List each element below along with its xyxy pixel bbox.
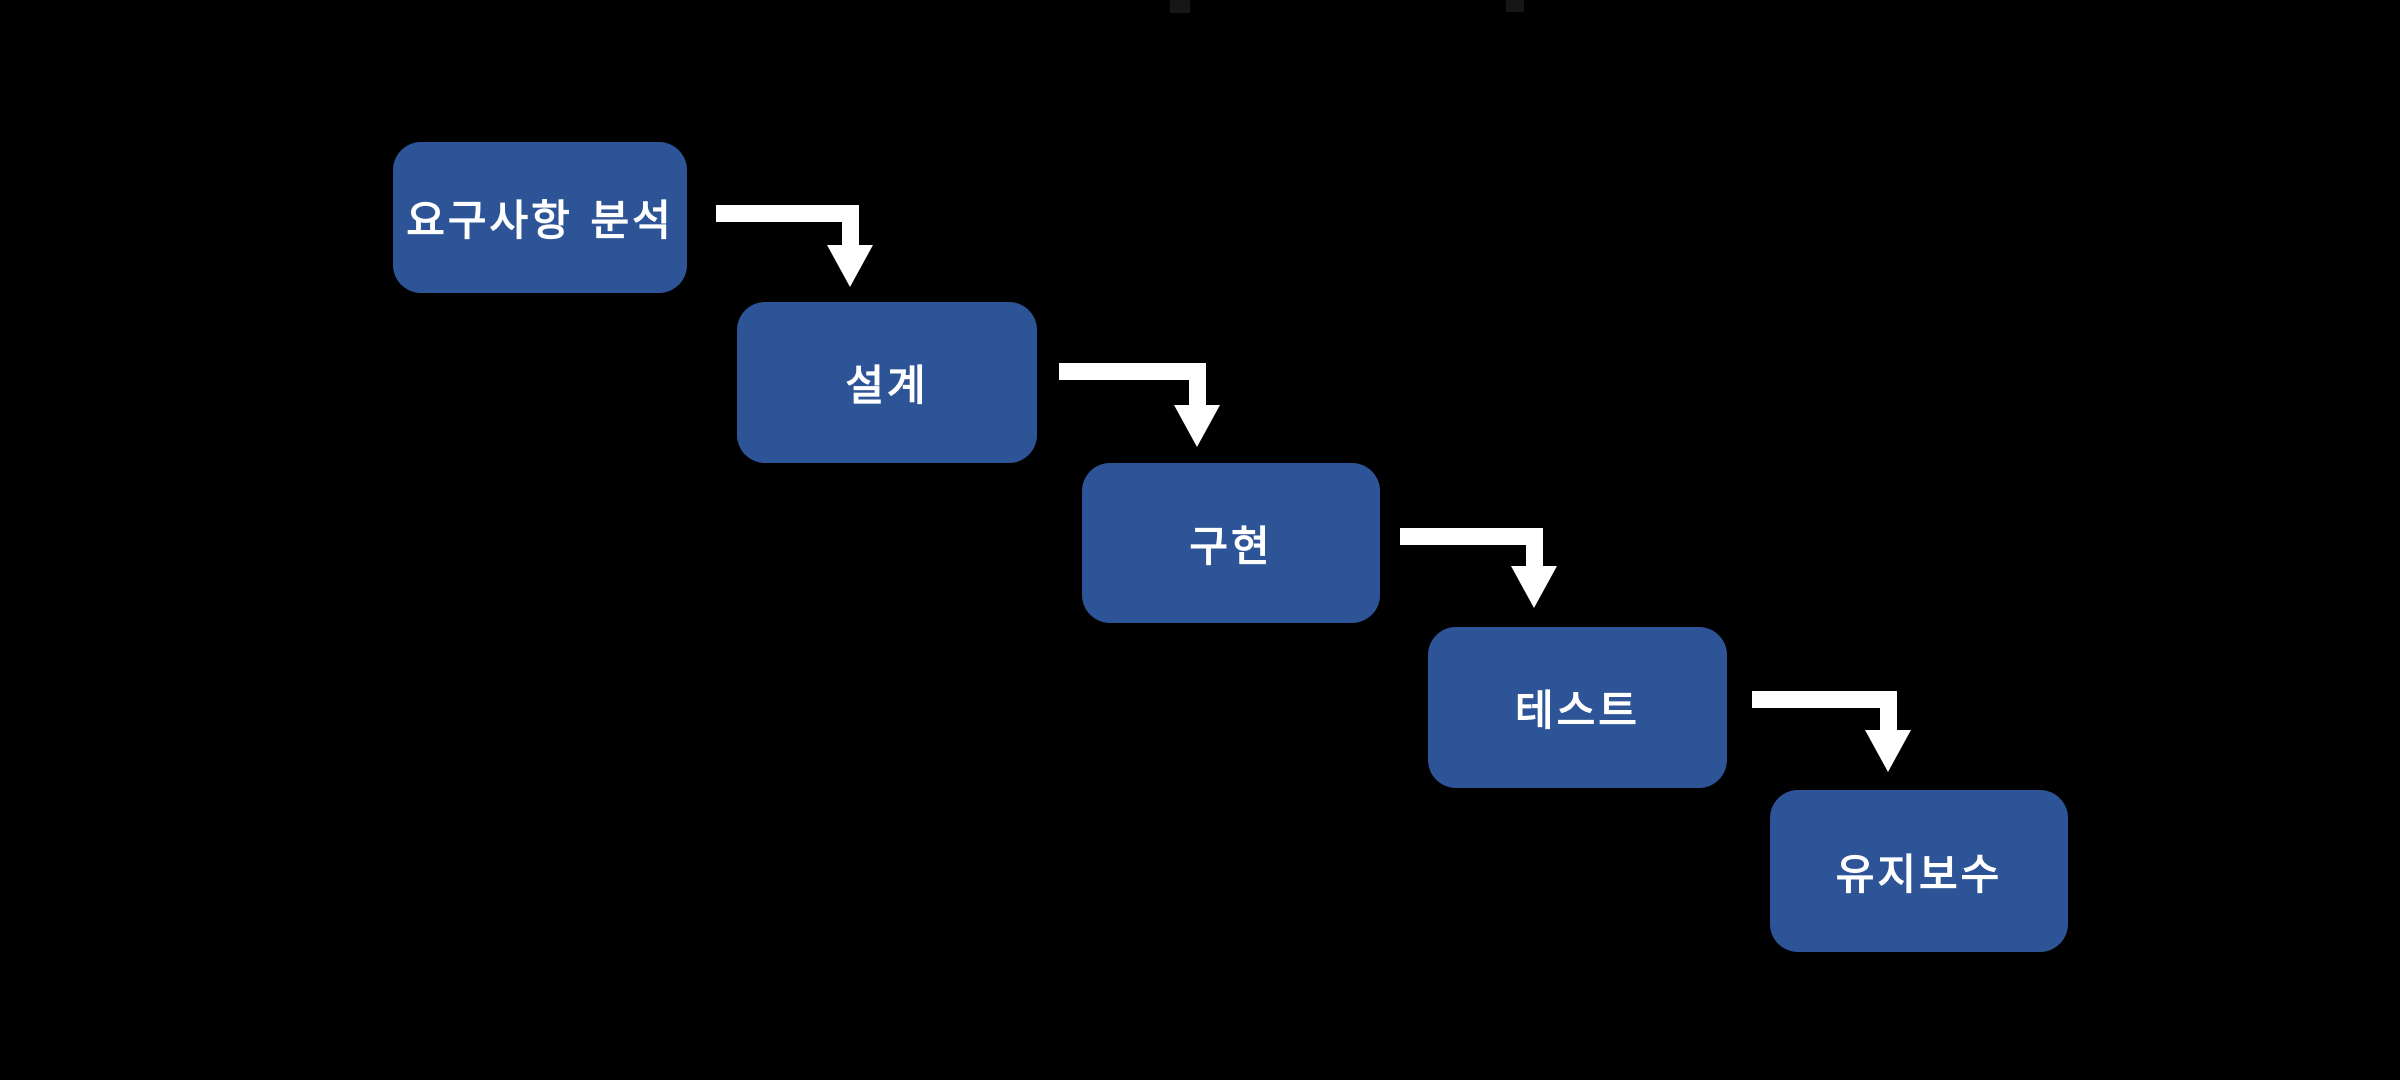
flow-step-label: 요구사항 분석 (406, 196, 674, 245)
flow-arrow-vertical-segment (841, 204, 859, 245)
flow-step-label: 유지보수 (1835, 849, 2003, 899)
flow-arrowhead-icon (1174, 405, 1220, 447)
flow-step-box: 구현 (1082, 463, 1380, 623)
flow-step-box: 설계 (737, 302, 1037, 463)
flow-arrow-horizontal-segment (716, 204, 859, 222)
flow-step-label: 설계 (845, 361, 929, 410)
flow-arrowhead-icon (1865, 730, 1911, 772)
flow-arrowhead-icon (1511, 566, 1557, 608)
flow-arrowhead-icon (827, 245, 873, 287)
flow-step-label: 구현 (1189, 521, 1273, 571)
screen-artifact (1170, 0, 1190, 13)
flow-arrow-horizontal-segment (1752, 690, 1897, 708)
flow-step-label: 테스트 (1515, 686, 1640, 735)
flow-arrow-horizontal-segment (1400, 527, 1543, 545)
flow-arrow-vertical-segment (1525, 527, 1543, 566)
flow-step-box: 유지보수 (1770, 790, 2068, 952)
flow-step-box: 테스트 (1428, 627, 1727, 788)
flow-arrow-horizontal-segment (1059, 362, 1206, 380)
screen-artifact (1506, 0, 1524, 12)
flow-arrow-vertical-segment (1188, 362, 1206, 405)
flow-step-box: 요구사항 분석 (393, 142, 687, 293)
flow-arrow-vertical-segment (1879, 690, 1897, 730)
